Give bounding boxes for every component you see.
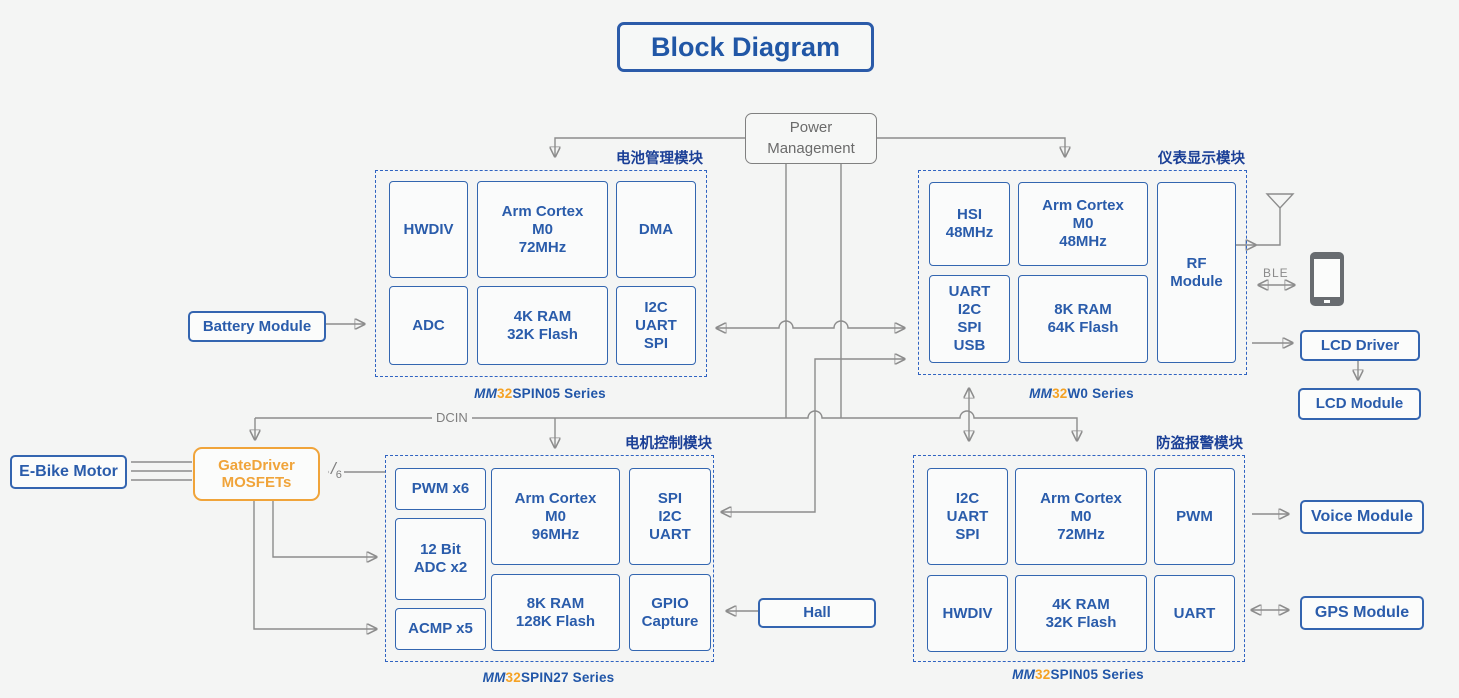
series-label-spin05-bottom: MM32SPIN05 Series xyxy=(1012,667,1144,682)
block-8kram-128kflash: 8K RAM 128K Flash xyxy=(491,574,620,651)
block-gpio-capture: GPIO Capture xyxy=(629,574,711,651)
block-4kram-32kflash: 4K RAM 32K Flash xyxy=(477,286,608,365)
gps-module-box: GPS Module xyxy=(1300,596,1424,630)
module-title-instrument-display: 仪表显示模块 xyxy=(1158,151,1245,167)
block-cortex-72mhz-2: Arm Cortex M0 72MHz xyxy=(1015,468,1147,565)
block-cortex-72mhz: Arm Cortex M0 72MHz xyxy=(477,181,608,278)
series-label-spin05-top: MM32SPIN05 Series xyxy=(474,386,606,401)
phone-screen xyxy=(1314,259,1340,297)
module-title-antitheft-alarm: 防盗报警模块 xyxy=(1156,436,1243,452)
lcd-module-box: LCD Module xyxy=(1298,388,1421,420)
block-spi-i2c-uart: SPI I2C UART xyxy=(629,468,711,565)
block-8kram-64kflash: 8K RAM 64K Flash xyxy=(1018,275,1148,363)
module-antitheft-alarm: I2C UART SPI Arm Cortex M0 72MHz PWM HWD… xyxy=(913,455,1245,662)
antenna-icon xyxy=(1265,193,1295,210)
module-motor-control: PWM x6 12 Bit ADC x2 ACMP x5 Arm Cortex … xyxy=(385,455,714,662)
bus-width-6-label: /6 xyxy=(329,459,344,482)
block-uart: UART xyxy=(1154,575,1235,652)
block-dma: DMA xyxy=(616,181,696,278)
block-4kram-32kflash-2: 4K RAM 32K Flash xyxy=(1015,575,1147,652)
lcd-driver-box: LCD Driver xyxy=(1300,330,1420,361)
block-uart-i2c-spi-usb: UART I2C SPI USB xyxy=(929,275,1010,363)
block-cortex-96mhz: Arm Cortex M0 96MHz xyxy=(491,468,620,565)
dcin-label: DCIN xyxy=(432,410,472,425)
block-adc: ADC xyxy=(389,286,468,365)
hall-box: Hall xyxy=(758,598,876,628)
block-hsi-48mhz: HSI 48MHz xyxy=(929,182,1010,266)
block-hwdiv-2: HWDIV xyxy=(927,575,1008,652)
block-i2c-uart-spi-2: I2C UART SPI xyxy=(927,468,1008,565)
wire-motor-display xyxy=(722,359,904,512)
block-pwm-x6: PWM x6 xyxy=(395,468,486,510)
power-management-box: Power Management xyxy=(745,113,877,164)
battery-module-box: Battery Module xyxy=(188,311,326,342)
wire-battery-display xyxy=(717,320,904,328)
block-i2c-uart-spi: I2C UART SPI xyxy=(616,286,696,365)
wire-antenna-feed xyxy=(1255,208,1281,246)
voice-module-box: Voice Module xyxy=(1300,500,1424,534)
block-cortex-48mhz: Arm Cortex M0 48MHz xyxy=(1018,182,1148,266)
gatedriver-mosfets-box: GateDriver MOSFETs xyxy=(193,447,320,501)
wire-gatedriver-to-adc xyxy=(272,497,376,557)
ble-label: BLE xyxy=(1263,266,1289,280)
module-battery-management: HWDIV Arm Cortex M0 72MHz DMA ADC 4K RAM… xyxy=(375,170,707,377)
phone-home-button xyxy=(1324,300,1330,303)
module-title-battery-management: 电池管理模块 xyxy=(616,151,703,167)
page-title: Block Diagram xyxy=(617,22,874,72)
module-title-motor-control: 电机控制模块 xyxy=(625,436,712,452)
block-hwdiv: HWDIV xyxy=(389,181,468,278)
block-pwm: PWM xyxy=(1154,468,1235,565)
block-12bit-adc-x2: 12 Bit ADC x2 xyxy=(395,518,486,600)
block-rf-module: RF Module xyxy=(1157,182,1236,363)
series-label-spin27: MM32SPIN27 Series xyxy=(482,670,615,685)
module-instrument-display: HSI 48MHz Arm Cortex M0 48MHz RF Module … xyxy=(918,170,1247,375)
ebike-motor-box: E-Bike Motor xyxy=(10,455,127,489)
series-label-w0: MM32W0 Series xyxy=(1029,386,1134,401)
block-acmp-x5: ACMP x5 xyxy=(395,608,486,650)
wire-gatedriver-to-acmp xyxy=(253,497,376,629)
phone-icon xyxy=(1310,252,1344,306)
